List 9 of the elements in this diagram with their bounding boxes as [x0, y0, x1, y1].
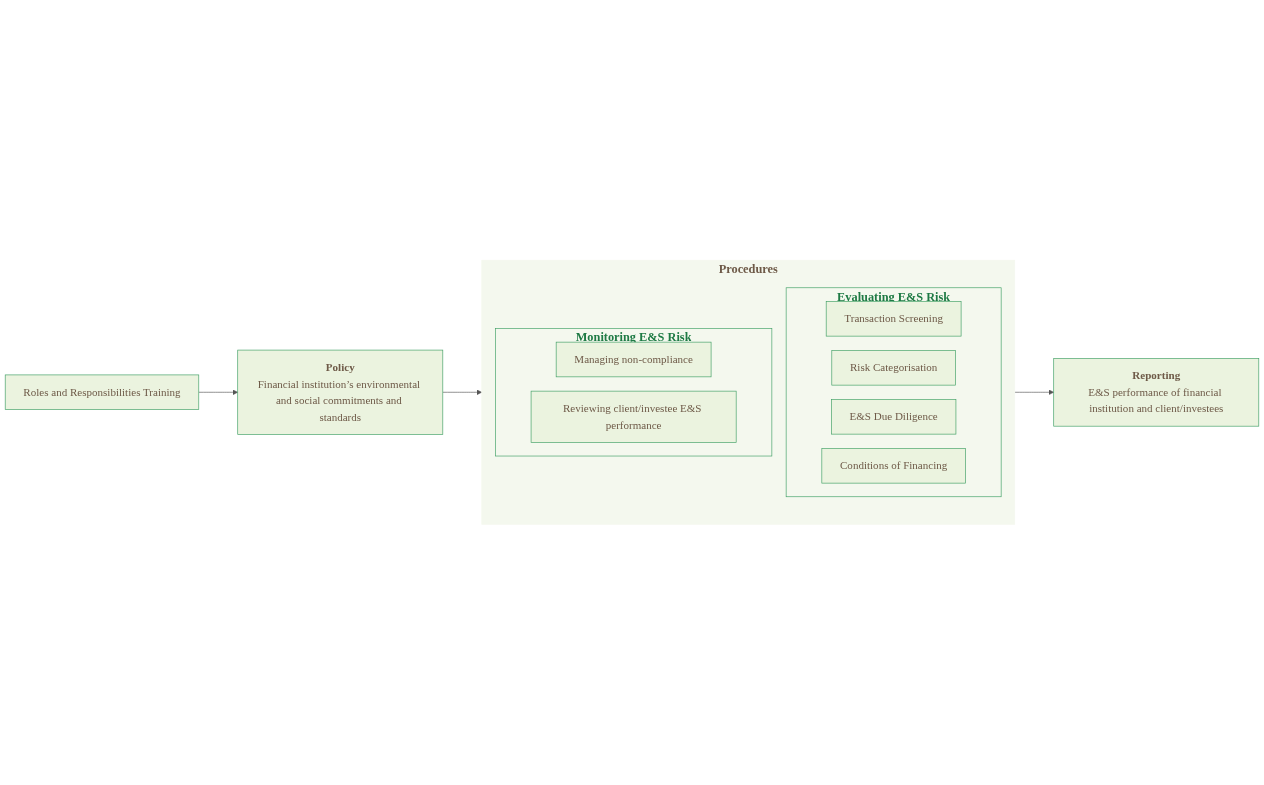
- node-box: Reporting E&S performance of financial institution and client/investees: [1053, 358, 1260, 427]
- node-box: Managing non-compliance: [555, 342, 712, 378]
- node-box: Reviewing client/investee E&S performance: [530, 391, 737, 443]
- node-box: Conditions of Financing: [821, 448, 966, 484]
- node-box: E&S Due Diligence: [831, 399, 957, 435]
- node-box: Transaction Screening: [825, 301, 962, 337]
- node-box: Policy Financial institution’s environmental and social commitments and standards: [237, 350, 444, 435]
- node-box: Risk Categorisation: [831, 350, 956, 386]
- node-box: Roles and Responsibilities Training: [4, 374, 200, 411]
